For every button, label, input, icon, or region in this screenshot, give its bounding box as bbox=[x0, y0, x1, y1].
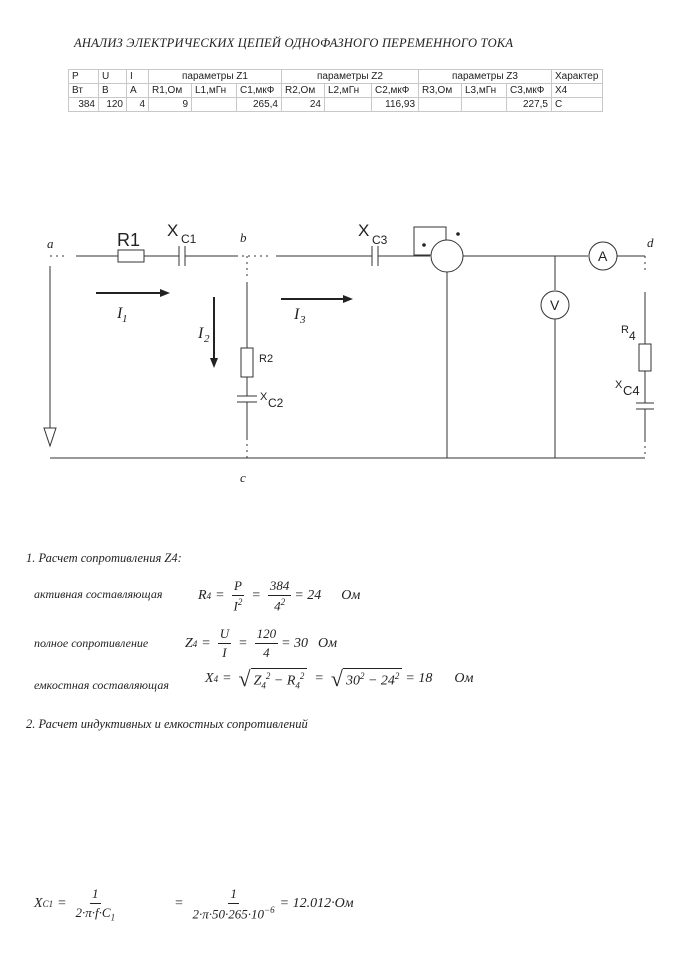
current-i1-subscript: 1 bbox=[122, 313, 128, 325]
r4-subscript: 4 bbox=[629, 329, 636, 343]
parameters-table: P U I параметры Z1 параметры Z2 параметр… bbox=[68, 69, 603, 112]
section-1-heading: 1. Расчет сопротивления Z4: bbox=[26, 551, 182, 565]
resistor-r4 bbox=[638, 343, 652, 372]
active-component-label: активная составляющая bbox=[34, 587, 163, 601]
xc2-subscript: C2 bbox=[268, 396, 284, 410]
denominator: I bbox=[222, 645, 227, 660]
current-i2-arrowhead bbox=[210, 358, 218, 368]
term: Z bbox=[253, 673, 262, 689]
denominator: I2 bbox=[233, 597, 243, 614]
table-row: Вт В А R1,Ом L1,мГн C1,мкФ R2,Ом L2,мГн … bbox=[68, 83, 603, 98]
formula-sub: 4 bbox=[206, 591, 212, 602]
r1-label: R1 bbox=[117, 230, 140, 250]
unit-label: Ом bbox=[318, 635, 338, 651]
unit-label: Ом bbox=[454, 671, 474, 687]
formula-lhs: Z bbox=[185, 635, 193, 651]
current-i3-label: I bbox=[293, 306, 300, 323]
xc1-subscript: C1 bbox=[181, 232, 197, 246]
r2-label: R2 bbox=[259, 353, 273, 365]
formula-result: = 12.012·Ом bbox=[279, 896, 354, 912]
denominator-sub: 1 bbox=[110, 912, 116, 923]
formula-lhs: X bbox=[34, 896, 43, 912]
full-impedance-label: полное сопротивление bbox=[34, 636, 149, 650]
numerator: 1 bbox=[90, 886, 101, 904]
ammeter-label: A bbox=[598, 248, 608, 264]
capacitive-component-label: емкостная составляющая bbox=[34, 678, 169, 692]
resistor-r1 bbox=[117, 249, 145, 263]
wattmeter-symbol bbox=[430, 239, 464, 273]
node-c-label: c bbox=[240, 470, 246, 485]
node-a-label: a bbox=[47, 236, 54, 251]
unit-label: Ом bbox=[341, 588, 361, 604]
resistor-r2 bbox=[240, 347, 254, 378]
table-cell: 24 bbox=[281, 97, 325, 112]
wattmeter-dot bbox=[422, 243, 426, 247]
xc3-subscript: C3 bbox=[372, 233, 388, 247]
table-cell: 265,4 bbox=[236, 97, 282, 112]
xc4-label: X bbox=[615, 379, 623, 391]
current-i2-label: I bbox=[197, 325, 204, 342]
current-i3-arrowhead bbox=[343, 295, 353, 303]
numerator: P bbox=[231, 578, 244, 596]
formula-result: = 18 bbox=[405, 671, 433, 687]
voltage-arrow-head bbox=[43, 427, 57, 448]
table-cell: 9 bbox=[148, 97, 192, 112]
current-i3-subscript: 3 bbox=[299, 314, 306, 326]
numerator: 1 bbox=[228, 886, 239, 905]
term: 30 bbox=[345, 674, 360, 690]
numerator: U bbox=[217, 626, 232, 644]
xc1-label: X bbox=[167, 221, 178, 240]
r4-label: R bbox=[621, 324, 629, 336]
current-i1-label: I bbox=[116, 305, 123, 322]
voltmeter-label: V bbox=[550, 297, 560, 313]
numerator: 384 bbox=[267, 578, 292, 596]
formula-result: = 30 bbox=[281, 635, 309, 651]
term: 24 bbox=[380, 674, 395, 690]
section-2-heading: 2. Расчет индуктивных и емкостных сопрот… bbox=[26, 717, 308, 731]
denominator: 2·π·50·265·10−6 bbox=[191, 904, 277, 922]
denominator: 4 bbox=[263, 645, 270, 660]
denominator-text: 2·π·f·C bbox=[75, 905, 111, 920]
denominator-text: I bbox=[233, 598, 238, 614]
formula-sub: 4 bbox=[192, 638, 198, 649]
wattmeter-dot bbox=[456, 232, 460, 236]
current-i2-subscript: 2 bbox=[204, 333, 210, 345]
square-root: √Z42 − R42 bbox=[239, 668, 308, 690]
denominator-exponent: −6 bbox=[264, 905, 275, 916]
table-row: 384 120 4 9 265,4 24 116,93 227,5 C bbox=[68, 97, 603, 112]
formula-sub: C1 bbox=[42, 899, 54, 910]
page-title: АНАЛИЗ ЭЛЕКТРИЧЕСКИХ ЦЕПЕЙ ОДНОФАЗНОГО П… bbox=[74, 36, 514, 50]
xc2-label: X bbox=[260, 391, 268, 403]
xc3-label: X bbox=[358, 221, 369, 240]
formula-lhs: X bbox=[205, 671, 214, 687]
node-b-label: b bbox=[240, 230, 247, 245]
current-i1-arrowhead bbox=[160, 289, 170, 297]
numerator: 120 bbox=[254, 626, 279, 644]
node-d-label: d bbox=[647, 235, 654, 250]
denominator: 2·π·f·C1 bbox=[74, 904, 118, 923]
term: R bbox=[286, 673, 296, 689]
xc4-subscript: C4 bbox=[623, 383, 640, 398]
formula-result: = 24 bbox=[294, 588, 322, 604]
circuit-diagram: a b c d R1 X C1 X C3 R2 X C2 R 4 X C4 A … bbox=[43, 221, 654, 485]
formula-lhs: R bbox=[198, 588, 207, 604]
formula-sub: 4 bbox=[213, 674, 219, 685]
denominator-text: 4 bbox=[274, 598, 281, 614]
denominator-text: 2·π·50·265·10 bbox=[192, 906, 265, 922]
square-root: √302 − 242 bbox=[331, 668, 403, 690]
table-cell: C bbox=[551, 97, 603, 112]
table-cell: X4 bbox=[551, 83, 603, 98]
denominator: 42 bbox=[274, 597, 286, 614]
